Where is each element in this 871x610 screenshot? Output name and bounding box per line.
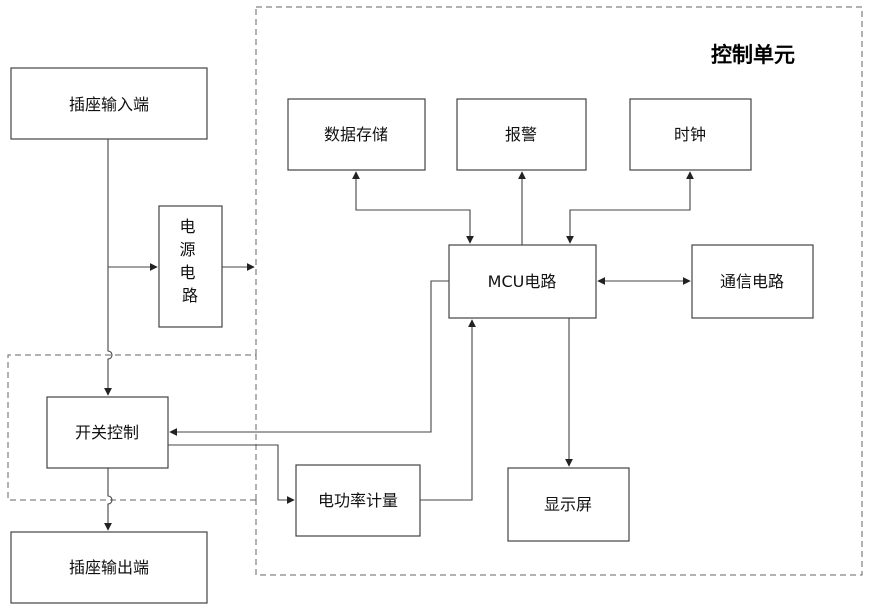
- alarm-block: 报警: [457, 99, 586, 170]
- communication-label: 通信电路: [720, 272, 784, 291]
- clock-block: 时钟: [630, 99, 751, 170]
- switch-control-block: 开关控制: [47, 397, 168, 468]
- power-supply-char-4: 路: [182, 286, 198, 305]
- control-unit-title: 控制单元: [711, 43, 795, 67]
- power-meter-block: 电功率计量: [296, 465, 420, 536]
- communication-block: 通信电路: [692, 245, 813, 318]
- mcu-label: MCU电路: [488, 272, 557, 291]
- socket-output-block: 插座输出端: [11, 532, 207, 603]
- socket-input-block: 插座输入端: [11, 68, 207, 139]
- socket-output-label: 插座输出端: [69, 558, 149, 577]
- switch-control-label: 开关控制: [75, 423, 139, 442]
- wire-switch-to-output: [108, 468, 112, 530]
- power-supply-char-2: 源: [179, 240, 195, 259]
- display-label: 显示屏: [544, 495, 592, 514]
- mcu-block: MCU电路: [449, 245, 596, 318]
- wire-meter-to-mcu: [420, 320, 472, 500]
- power-supply-char-1: 电: [179, 217, 195, 236]
- data-storage-label: 数据存储: [324, 125, 388, 144]
- power-meter-label: 电功率计量: [318, 491, 398, 510]
- power-supply-char-3: 电: [179, 263, 195, 282]
- wire-switch-to-meter: [168, 445, 294, 500]
- alarm-label: 报警: [505, 125, 537, 144]
- wire-mcu-clock: [570, 172, 690, 243]
- socket-input-label: 插座输入端: [69, 95, 149, 114]
- power-supply-block: 电 源 电 路: [159, 206, 222, 327]
- display-block: 显示屏: [508, 468, 629, 541]
- wire-mcu-storage: [356, 172, 470, 243]
- data-storage-block: 数据存储: [288, 99, 425, 170]
- clock-label: 时钟: [674, 125, 706, 144]
